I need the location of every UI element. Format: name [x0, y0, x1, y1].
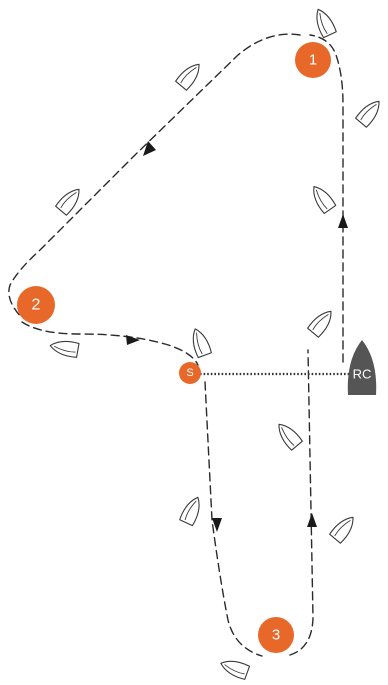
start-mark: S — [179, 362, 201, 384]
mark-2: 2 — [17, 286, 55, 324]
arrow-down-left-reach — [143, 141, 156, 156]
start-mark-buoy — [179, 362, 201, 384]
arrow-right-bottom-reach — [126, 335, 140, 345]
course-leg-mark-3-to-finish — [289, 349, 314, 656]
mark-1-label: 1 — [309, 52, 317, 69]
mark-3-label: 3 — [272, 627, 280, 644]
committee-boat: RC — [347, 340, 377, 395]
boat-icon — [49, 340, 80, 358]
mark-2-label: 2 — [32, 297, 41, 314]
boat-icon — [329, 516, 354, 544]
boat-icon — [192, 328, 212, 359]
committee-boat-label: RC — [353, 367, 372, 382]
boat-icon — [220, 660, 251, 680]
course-leg-start-to-mark-1 — [309, 34, 344, 363]
course-leg-mark-2-to-start — [21, 321, 199, 366]
boat-icon — [313, 185, 337, 215]
boat-icon — [55, 188, 80, 216]
mark-1-buoy — [295, 42, 331, 78]
boat-icon — [307, 310, 332, 338]
boat-icon — [355, 100, 380, 128]
boat-icon — [278, 423, 303, 451]
boat-icon — [175, 63, 200, 91]
mark-3: 3 — [258, 617, 294, 653]
boat-icon — [316, 8, 337, 39]
mark-2-buoy — [17, 286, 55, 324]
direction-arrows — [126, 141, 348, 532]
arrow-up-right-leg — [338, 214, 348, 228]
course-leg-start-to-mark-3 — [204, 381, 263, 657]
mark-3-buoy — [258, 617, 294, 653]
arrow-down-left-leg — [212, 518, 222, 532]
course-leg-mark-1-to-mark-2 — [8, 33, 301, 319]
boats — [49, 8, 380, 680]
mark-1: 1 — [295, 42, 331, 78]
arrow-up-right-return — [307, 513, 317, 527]
start-mark-label: S — [186, 367, 193, 379]
committee-boat-icon — [347, 340, 377, 395]
boat-icon — [179, 496, 200, 527]
